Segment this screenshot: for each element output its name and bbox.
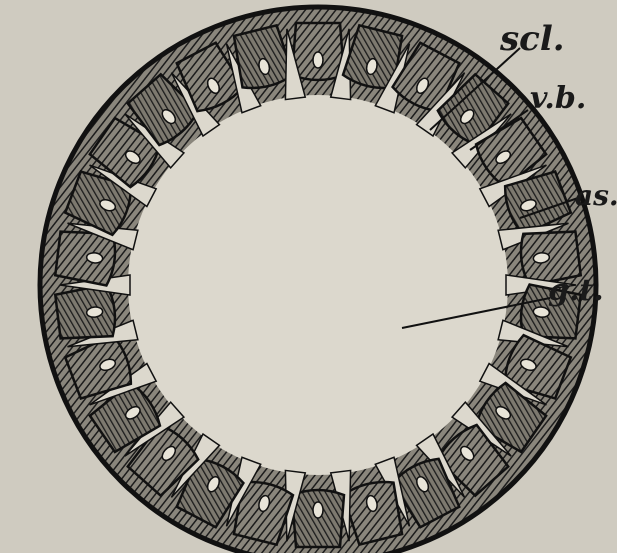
- nucleus: [313, 52, 323, 68]
- nucleus: [313, 502, 323, 518]
- label-scl: scl.: [499, 19, 565, 59]
- lobe: [55, 285, 115, 339]
- label-vb: v.b.: [530, 81, 586, 116]
- label-gt: g.t.: [548, 273, 604, 308]
- label-as: as.: [575, 179, 617, 212]
- lobe: [55, 232, 115, 286]
- lumen: [128, 95, 508, 475]
